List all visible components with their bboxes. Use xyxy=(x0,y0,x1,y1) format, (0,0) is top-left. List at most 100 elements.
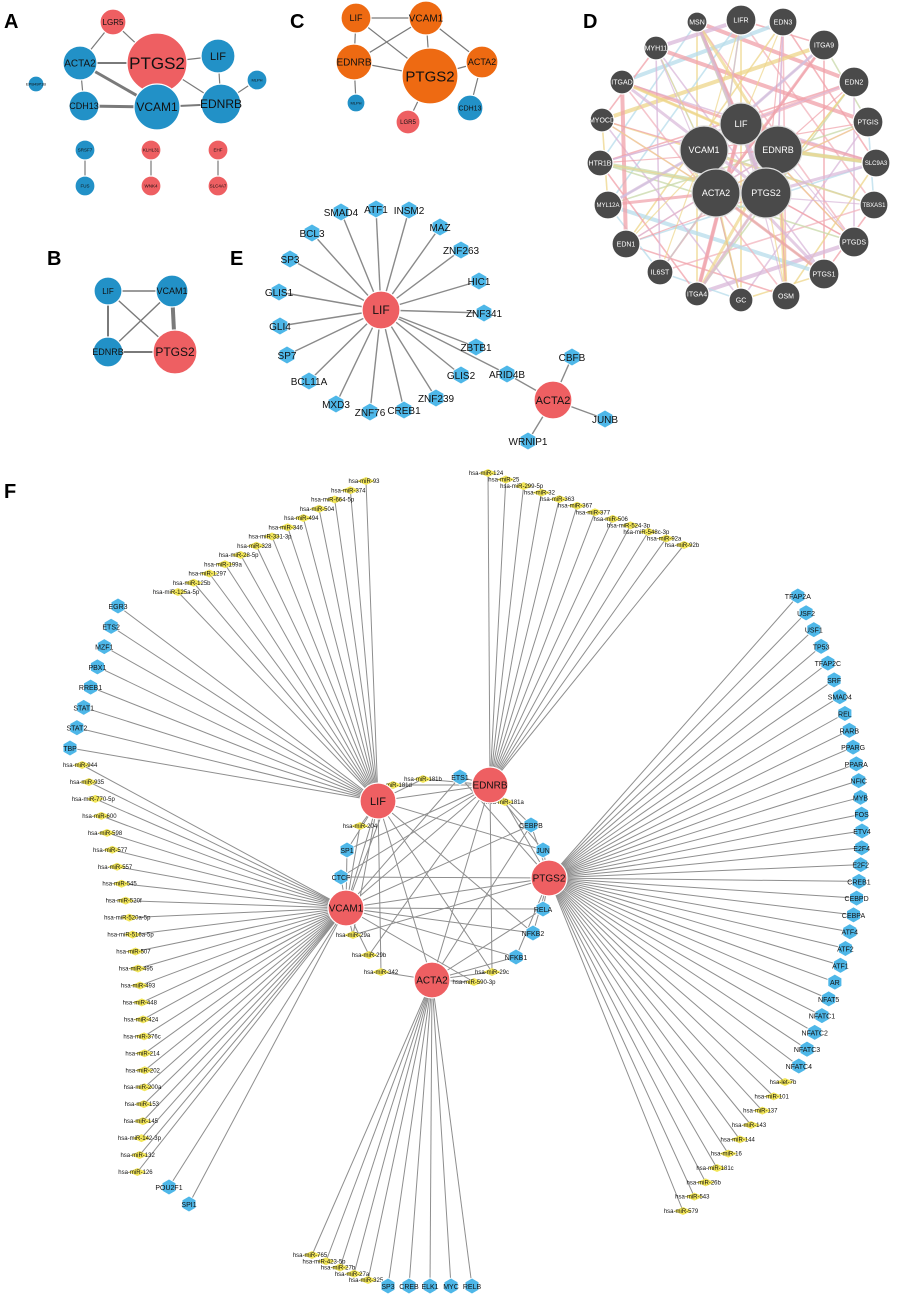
node-cdh13 xyxy=(456,94,484,122)
mirna-node-hsa-mir-331-3p xyxy=(263,532,281,541)
mirna-node-hsa-mir-299-5p xyxy=(514,482,533,491)
node-label: CDH13 xyxy=(69,101,99,111)
node-ptgs2 xyxy=(530,859,568,897)
mirna-node-hsa-mir-124 xyxy=(479,469,497,477)
network-edge xyxy=(548,877,808,1050)
network-edge xyxy=(696,20,855,84)
network-edge xyxy=(625,243,787,297)
tf-node-ppara xyxy=(848,755,864,773)
network-edge xyxy=(117,605,379,802)
network-edge xyxy=(318,508,379,802)
network-edge xyxy=(142,907,347,1020)
node-label: hsa-miR-145 xyxy=(124,1119,159,1125)
node-itga4 xyxy=(684,281,710,307)
mirna-node-hsa-mir-765 xyxy=(303,1251,321,1259)
mirna-node-hsa-mir-328 xyxy=(247,541,266,550)
node-label: E2F4 xyxy=(853,846,870,853)
network-edge xyxy=(621,20,784,84)
node-srsf7 xyxy=(74,139,96,161)
tf-node-ar xyxy=(827,973,843,991)
node-label: JUN xyxy=(536,848,550,855)
mirna-node-hsa-mir-153 xyxy=(134,1100,153,1109)
node-label: NFKB1 xyxy=(505,955,528,962)
node-label: SP7 xyxy=(278,351,297,362)
tf-node-atf1 xyxy=(833,956,848,974)
network-edge xyxy=(548,877,835,983)
network-edge xyxy=(655,47,661,273)
network-edge xyxy=(489,505,578,786)
tf-node-stat2 xyxy=(69,719,85,737)
mirna-node-hsa-mir-770-5p xyxy=(86,794,105,803)
node-label: SLC9A3 xyxy=(865,161,888,167)
network-edge xyxy=(345,907,517,958)
node-cdh13 xyxy=(68,90,100,122)
network-edge xyxy=(69,747,379,802)
node-label: hsa-miR-376c xyxy=(123,1034,160,1040)
panel-label-b: B xyxy=(47,248,61,270)
node-label: NFATC4 xyxy=(786,1064,812,1071)
node-label: CTCF xyxy=(332,875,351,882)
network-edge xyxy=(76,727,379,802)
tf-node-wrnip1 xyxy=(519,431,537,451)
node-label: hsa-miR-493 xyxy=(121,983,156,989)
node-label: EDN2 xyxy=(845,79,864,86)
network-edge xyxy=(548,595,799,879)
node-label: hsa-miR-142-3p xyxy=(118,1136,162,1142)
tf-node-ets2 xyxy=(103,617,119,635)
node-label: SP3 xyxy=(281,255,300,266)
tf-node-rarb xyxy=(842,721,857,739)
node-label: MXD3 xyxy=(322,400,350,411)
mirna-node-hsa-mir-199a xyxy=(216,560,234,569)
node-label: LIF xyxy=(349,13,363,23)
node-label: hsa-miR-543 xyxy=(675,1195,710,1201)
node-lif xyxy=(340,2,372,34)
network-edge xyxy=(548,877,823,1017)
network-edge xyxy=(548,796,861,879)
tf-node-zbtb1 xyxy=(467,337,485,357)
mirna-node-hsa-mir-145 xyxy=(133,1117,152,1126)
node-label: ZNF239 xyxy=(418,394,455,405)
tf-node-tbp xyxy=(62,739,78,757)
tf-node-arid4b xyxy=(498,364,516,384)
node-label: hsa-miR-27b xyxy=(321,1266,356,1272)
network-edge xyxy=(365,480,379,802)
network-edge xyxy=(548,612,807,879)
network-edge xyxy=(607,19,742,206)
tf-node-jun xyxy=(535,841,551,859)
mirna-node-hsa-mir-125b xyxy=(184,578,203,587)
network-edge xyxy=(339,979,433,1268)
node-label: RELA xyxy=(534,907,553,914)
node-mlph xyxy=(246,69,268,91)
node-lif xyxy=(361,290,401,330)
node-label: hsa-miR-126 xyxy=(118,1170,153,1176)
node-label: GLIS1 xyxy=(265,288,294,299)
node-mlph xyxy=(346,93,366,113)
node-label: SP3 xyxy=(381,1284,394,1291)
node-label: hsa-miR-144 xyxy=(720,1137,755,1143)
node-label: USF1 xyxy=(805,628,823,635)
node-label: hsa-miR-32 xyxy=(524,491,556,497)
network-edge xyxy=(548,877,741,1140)
network-edge xyxy=(116,866,347,909)
tf-node-znf263 xyxy=(452,240,470,260)
mirna-node-hsa-mir-101 xyxy=(764,1092,783,1101)
node-label: hsa-miR-181a xyxy=(486,800,524,806)
tf-node-ets1 xyxy=(452,768,468,786)
network-edge xyxy=(548,877,684,1212)
node-label: hsa-miR-92b xyxy=(665,543,700,549)
network-edge xyxy=(408,979,433,1287)
node-label: NFATC2 xyxy=(802,1030,828,1037)
node-label: hsa-miR-363 xyxy=(540,497,575,503)
node-label: hsa-miR-328 xyxy=(237,544,272,550)
node-vcam1 xyxy=(155,274,189,308)
tf-node-sp3 xyxy=(380,1277,396,1295)
node-label: VCAM1 xyxy=(329,904,364,915)
mirna-node-hsa-mir-132 xyxy=(130,1151,149,1160)
network-edge xyxy=(489,492,542,786)
mirna-node-hsa-mir-27a xyxy=(345,1269,363,1278)
network-edge xyxy=(548,679,835,879)
node-label: PPARA xyxy=(845,762,869,769)
